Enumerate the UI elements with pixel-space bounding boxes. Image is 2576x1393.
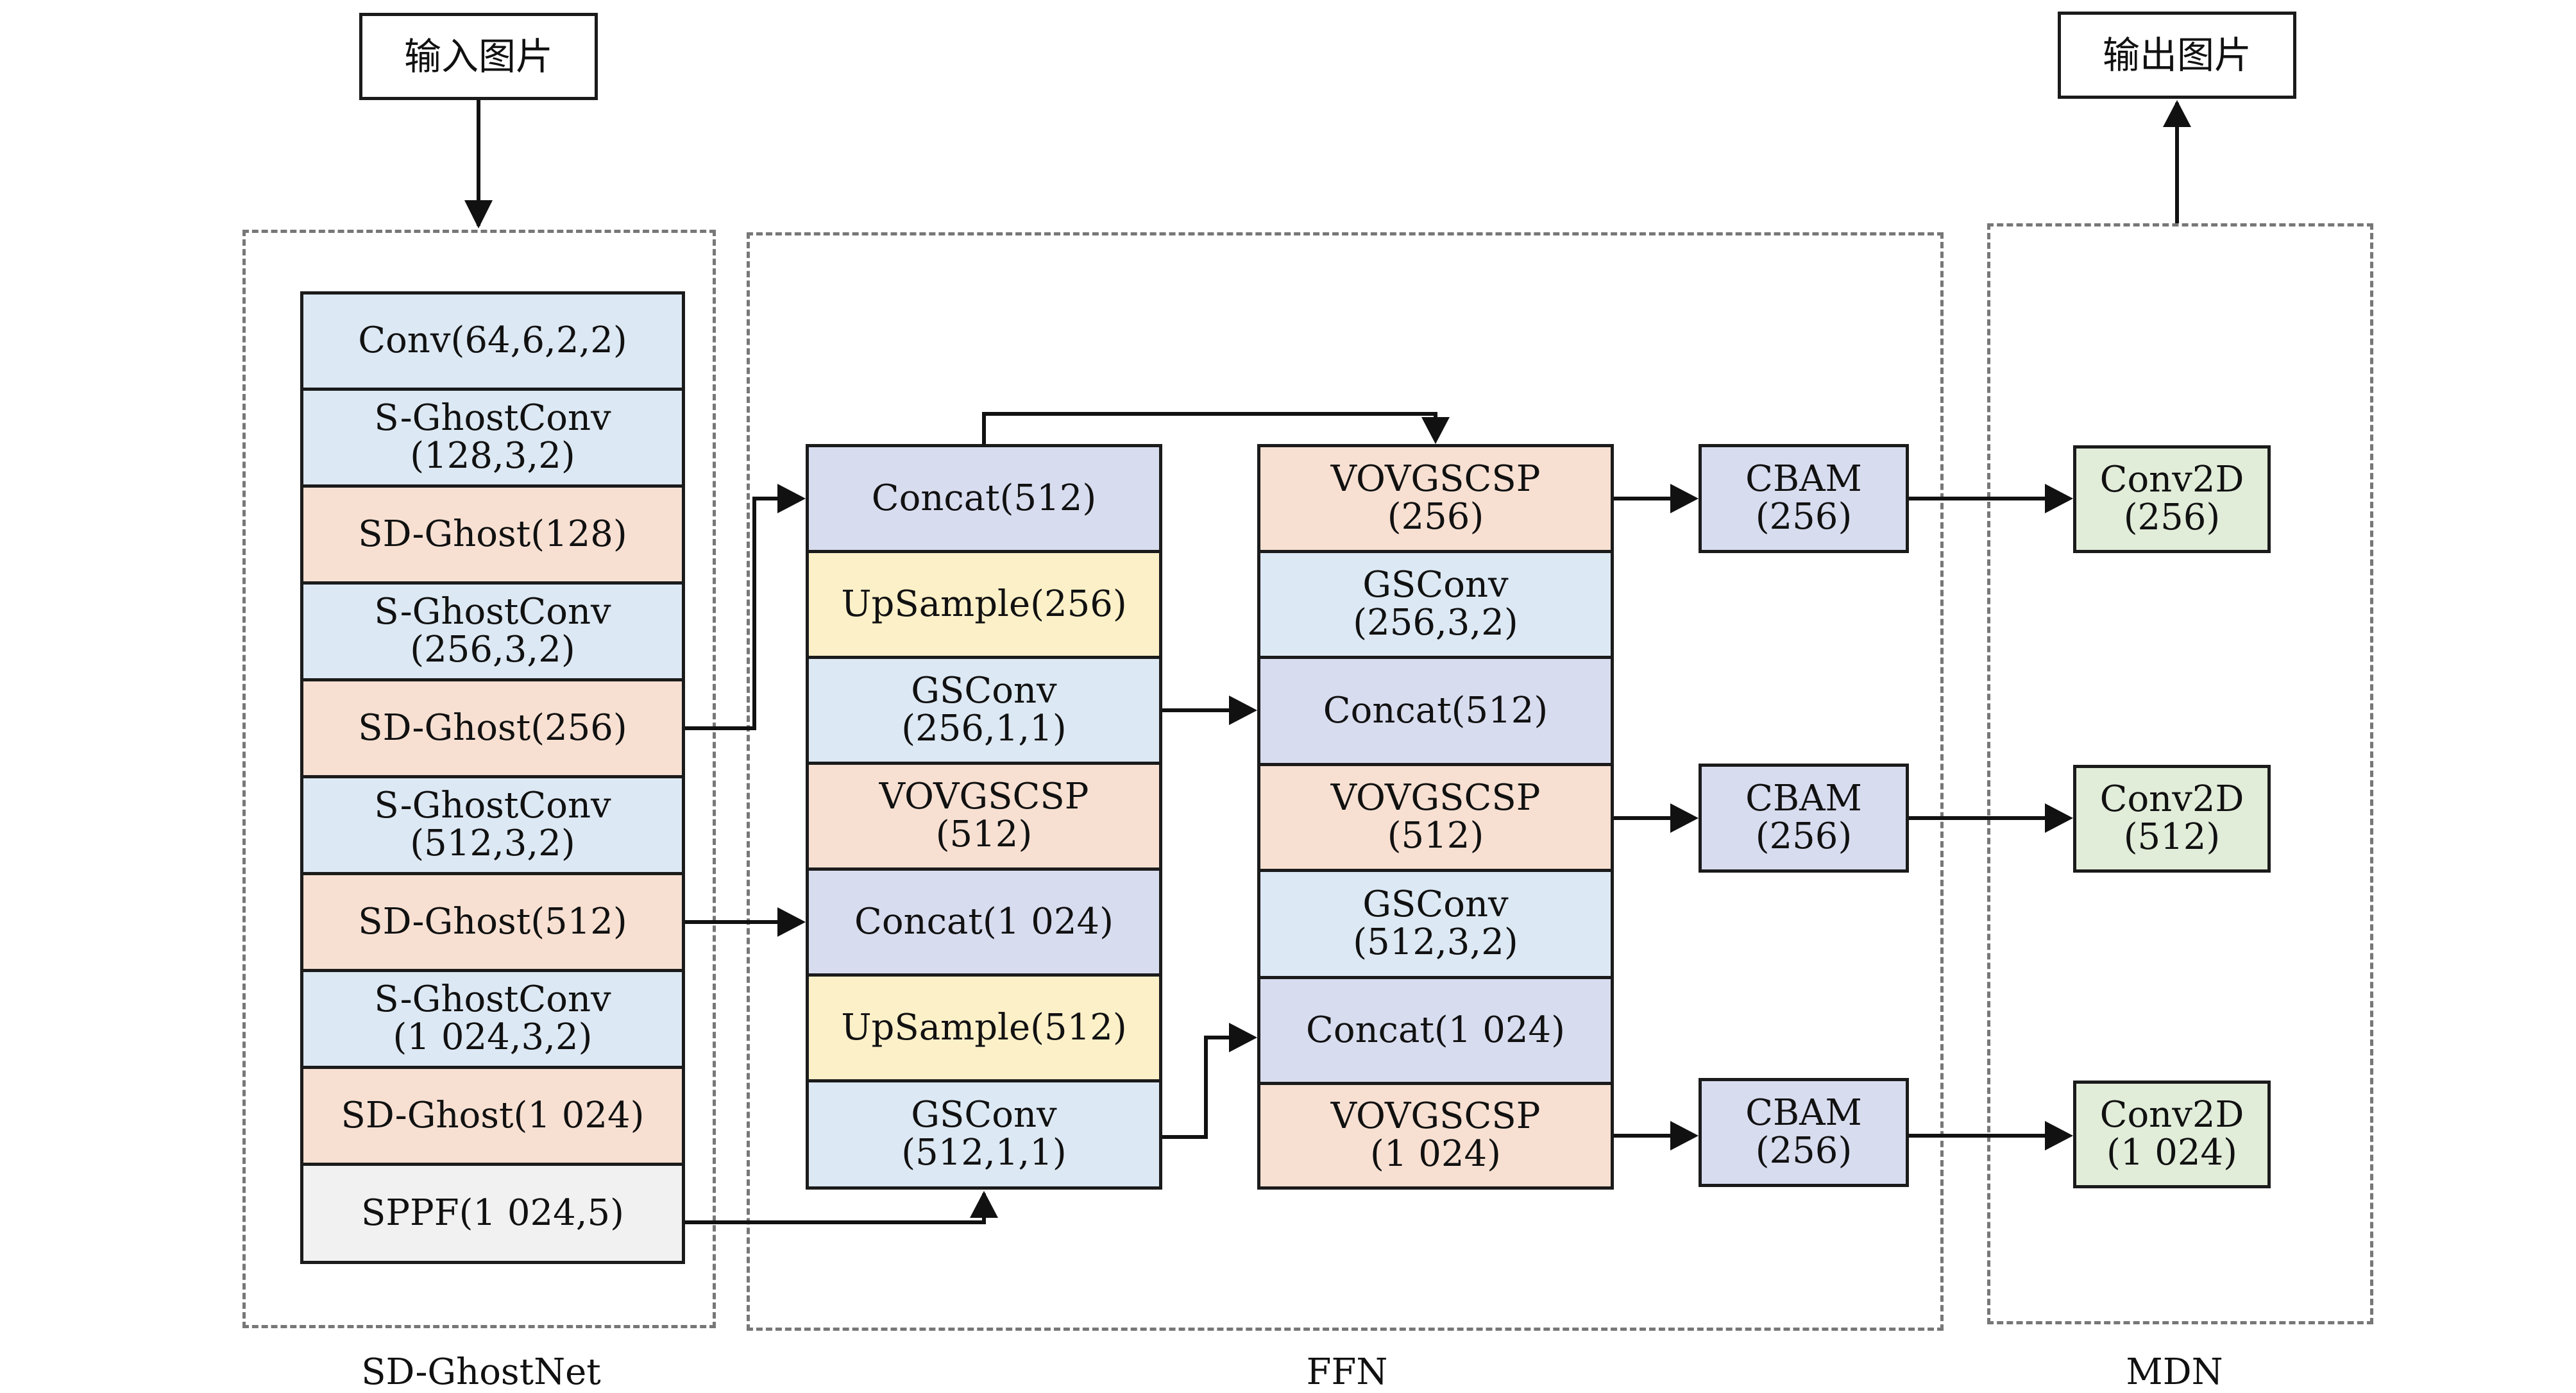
backbone-block: S-GhostConv (512,3,2) xyxy=(300,775,685,875)
neck-block: Concat(512) xyxy=(1257,656,1614,766)
arrowhead xyxy=(1670,484,1699,513)
arrowhead xyxy=(2045,803,2073,833)
conv2d-head-block: Conv2D (256) xyxy=(2073,445,2271,553)
input-image-box: 输入图片 xyxy=(359,13,598,100)
arrowhead xyxy=(2045,484,2073,513)
backbone-block: SD-Ghost(128) xyxy=(300,484,685,585)
arrowhead xyxy=(1229,1023,1257,1052)
conv2d-head-block: Conv2D (512) xyxy=(2073,765,2271,873)
neck-block: Concat(1 024) xyxy=(1257,976,1614,1085)
arrowhead xyxy=(1670,1121,1699,1150)
arrowhead xyxy=(2045,1121,2073,1150)
neck-block: GSConv (512,3,2) xyxy=(1257,869,1614,979)
backbone-block: S-GhostConv (256,3,2) xyxy=(300,581,685,681)
neck-block: VOVGSCSP (256) xyxy=(1257,444,1614,553)
cbam-block: CBAM (256) xyxy=(1699,764,1909,873)
neck-block: VOVGSCSP (1 024) xyxy=(1257,1082,1614,1190)
cbam-block: CBAM (256) xyxy=(1699,1078,1909,1187)
neck-block: Concat(1 024) xyxy=(806,867,1162,977)
arrow-concat512-to-vovgscsp256 xyxy=(982,412,1437,444)
arrowhead xyxy=(464,200,493,228)
arrowhead xyxy=(1670,803,1699,833)
head-group xyxy=(1987,223,2373,1324)
arrow-sdghost256-to-concat512 xyxy=(685,497,802,730)
arrowhead xyxy=(2163,100,2191,127)
backbone-block: SD-Ghost(1 024) xyxy=(300,1066,685,1166)
arrowheads xyxy=(464,100,2191,1218)
neck-group xyxy=(747,232,1944,1331)
backbone-group xyxy=(242,230,716,1328)
arrowhead xyxy=(970,1191,998,1218)
conv2d-head-block: Conv2D (1 024) xyxy=(2073,1081,2271,1188)
output-image-box: 输出图片 xyxy=(2058,12,2296,99)
arrow-gsconv512-to-concat1024-right xyxy=(1162,1036,1253,1139)
cbam-block: CBAM (256) xyxy=(1699,444,1909,553)
neck-block: VOVGSCSP (512) xyxy=(806,762,1162,871)
neck-block: UpSample(512) xyxy=(806,973,1162,1082)
backbone-block: Conv(64,6,2,2) xyxy=(300,291,685,391)
arrowhead xyxy=(1421,417,1450,444)
neck-block: GSConv (512,1,1) xyxy=(806,1079,1162,1190)
neck-block: Concat(512) xyxy=(806,444,1162,553)
arrow-sppf-to-gsconv512 xyxy=(685,1193,986,1224)
arrowhead xyxy=(777,484,806,513)
backbone-block: SPPF(1 024,5) xyxy=(300,1163,685,1264)
backbone-block: SD-Ghost(512) xyxy=(300,872,685,972)
arrowhead xyxy=(777,907,806,937)
neck-block: VOVGSCSP (512) xyxy=(1257,763,1614,872)
backbone-block: SD-Ghost(256) xyxy=(300,678,685,778)
arrowhead xyxy=(1229,696,1257,725)
neck-block: UpSample(256) xyxy=(806,550,1162,659)
